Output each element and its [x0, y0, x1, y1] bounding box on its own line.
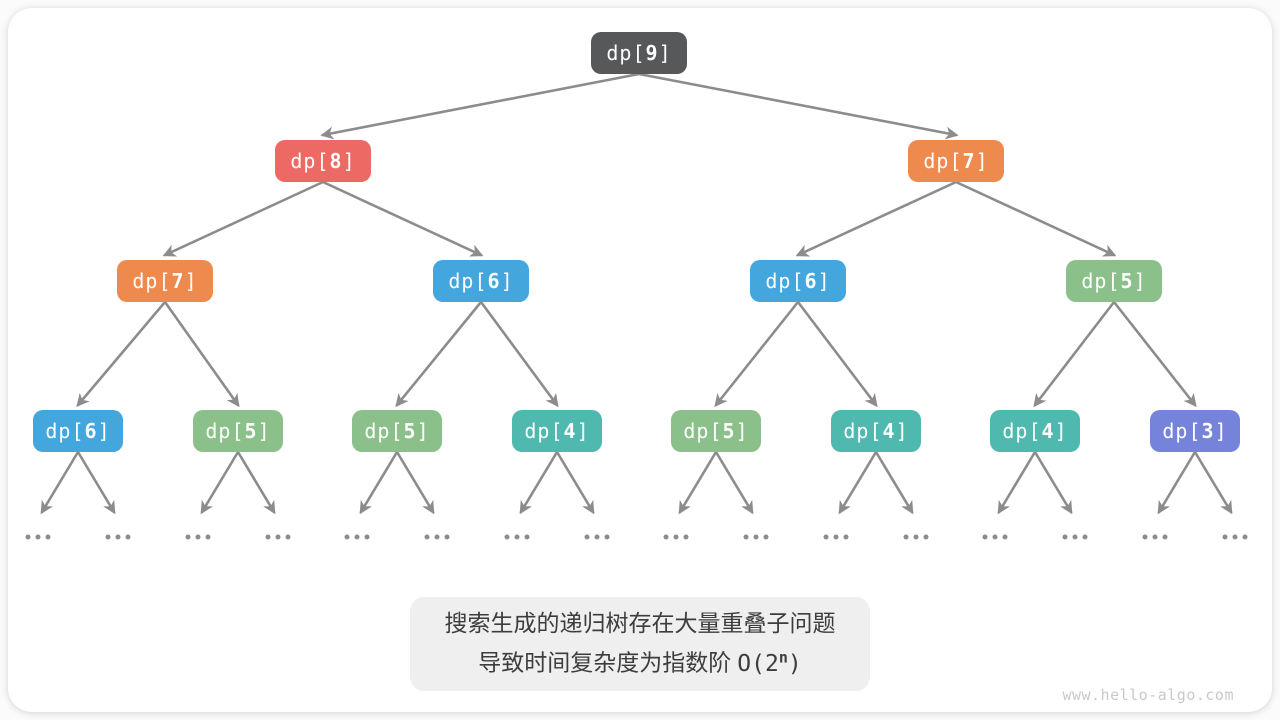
complexity-exponent: n: [778, 648, 788, 666]
tree-edge-arrow: [555, 450, 595, 515]
tree-edge-arrow: [1033, 450, 1073, 515]
tree-node-dp-4: dp[4]: [990, 410, 1080, 452]
tree-node-dp-8: dp[8]: [275, 140, 371, 182]
tree-edge-arrow: [479, 300, 559, 408]
ellipsis: [424, 534, 450, 540]
tree-node-dp-7: dp[7]: [908, 140, 1004, 182]
ellipsis: [1222, 534, 1248, 540]
tree-edge-arrow: [1112, 300, 1197, 408]
tree-edge-arrow: [395, 450, 435, 515]
tree-node-dp-5: dp[5]: [193, 410, 283, 452]
tree-node-dp-5: dp[5]: [1066, 260, 1162, 302]
tree-node-dp-6: dp[6]: [433, 260, 529, 302]
tree-edge-arrow: [678, 450, 718, 515]
tree-edge-arrow: [1157, 450, 1197, 515]
tree-node-dp-6: dp[6]: [33, 410, 123, 452]
complexity-prefix: O(2: [737, 650, 779, 677]
tree-edge-arrow: [236, 450, 276, 515]
ellipsis: [903, 534, 929, 540]
tree-edge-arrow: [200, 450, 240, 515]
tree-edge-arrow: [395, 300, 483, 408]
tree-edge-arrow: [162, 180, 325, 257]
tree-node-dp-3: dp[3]: [1150, 410, 1240, 452]
tree-node-dp-5: dp[5]: [671, 410, 761, 452]
tree-edge-arrow: [163, 300, 240, 408]
tree-edge-arrow: [795, 180, 958, 257]
tree-edge-arrow: [40, 450, 80, 515]
tree-node-dp-5: dp[5]: [352, 410, 442, 452]
tree-edge-arrow: [76, 300, 167, 407]
caption-line2-text: 导致时间复杂度为指数阶: [478, 649, 732, 676]
ellipsis: [663, 534, 689, 540]
complexity-formula: O(2n): [737, 648, 802, 677]
ellipsis: [105, 534, 131, 540]
tree-edge-arrow: [838, 450, 878, 515]
complexity-suffix: ): [787, 650, 802, 677]
tree-node-dp-4: dp[4]: [831, 410, 921, 452]
ellipsis: [1062, 534, 1088, 540]
tree-edge-arrow: [359, 450, 399, 515]
tree-node-dp-9: dp[9]: [591, 32, 687, 74]
tree-node-dp-6: dp[6]: [750, 260, 846, 302]
tree-edge-arrow: [874, 450, 914, 515]
watermark: www.hello-algo.com: [1062, 686, 1234, 704]
ellipsis: [185, 534, 211, 540]
tree-edge-arrow: [320, 72, 641, 140]
ellipsis: [1142, 534, 1168, 540]
tree-edge-arrow: [714, 450, 754, 515]
tree-node-dp-4: dp[4]: [512, 410, 602, 452]
tree-edge-arrow: [796, 300, 878, 408]
tree-edge-arrow: [954, 180, 1117, 257]
ellipsis: [743, 534, 769, 540]
tree-edge-arrow: [637, 72, 959, 140]
ellipsis: [265, 534, 291, 540]
ellipsis: [344, 534, 370, 540]
tree-edge-arrow: [1033, 300, 1116, 408]
tree-edge-arrow: [76, 450, 116, 515]
tree-node-dp-7: dp[7]: [117, 260, 213, 302]
caption-line1: 搜索生成的递归树存在大量重叠子问题: [444, 610, 836, 636]
ellipsis: [823, 534, 849, 540]
ellipsis: [504, 534, 530, 540]
ellipsis: [584, 534, 610, 540]
ellipsis: [982, 534, 1008, 540]
tree-edge-arrow: [519, 450, 559, 515]
tree-edge-arrow: [997, 450, 1037, 515]
tree-edge-arrow: [1193, 450, 1233, 515]
tree-edge-arrow: [321, 180, 484, 257]
ellipsis: [25, 534, 51, 540]
diagram-card: [8, 8, 1272, 712]
tree-edge-arrow: [714, 300, 800, 408]
